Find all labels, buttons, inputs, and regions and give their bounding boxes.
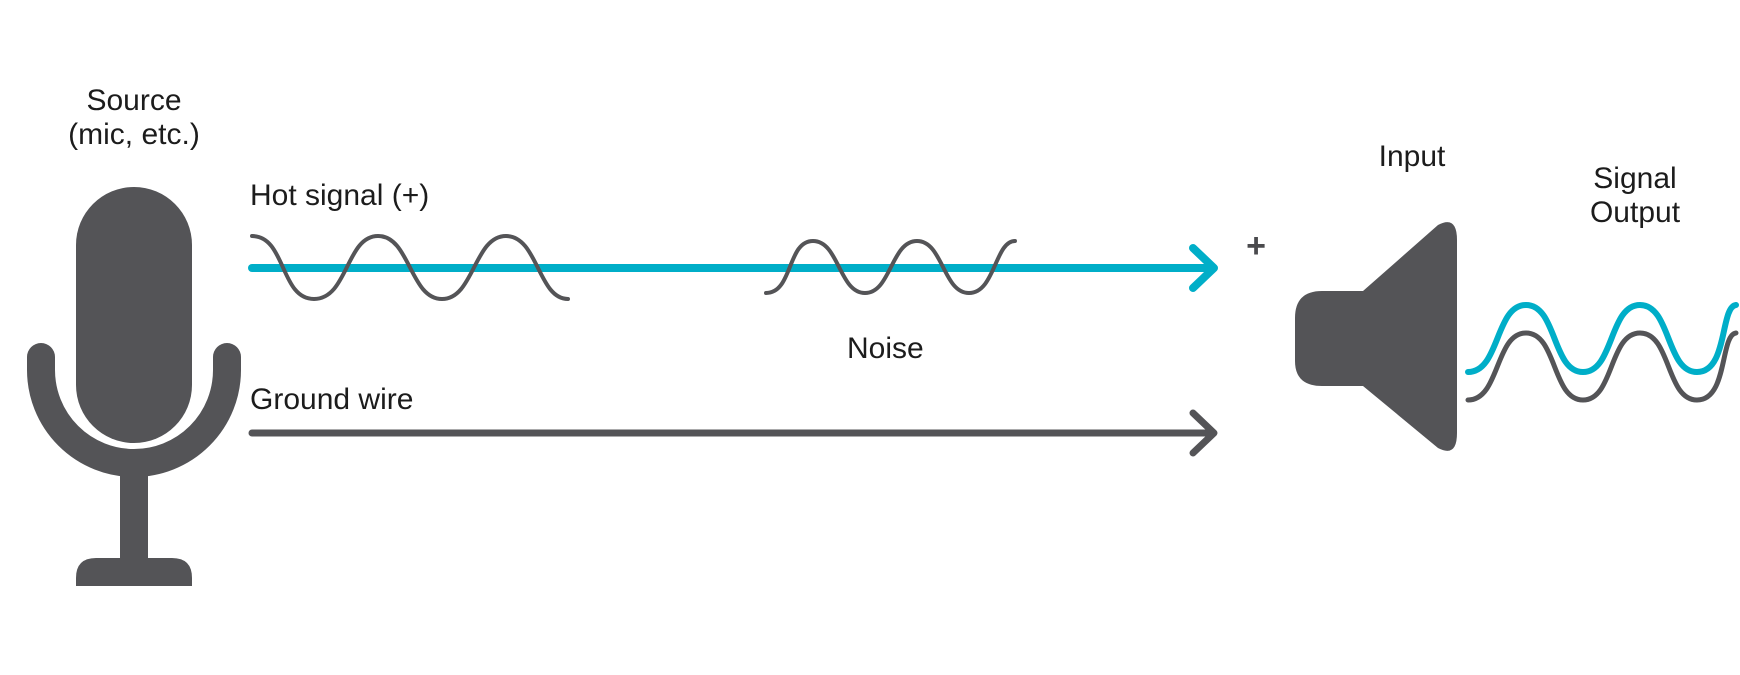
hot-signal-arrow bbox=[248, 244, 1218, 292]
output-signal-wave bbox=[1465, 301, 1739, 376]
signal-output-label: Signal Output bbox=[1590, 162, 1680, 230]
output-noise-wave bbox=[1465, 330, 1739, 403]
speaker-icon bbox=[1295, 222, 1457, 451]
signal-output-line2: Output bbox=[1589, 196, 1681, 229]
microphone-icon bbox=[27, 187, 241, 586]
ground-wire-label: Ground wire bbox=[250, 383, 414, 416]
source-label: Source (mic, etc.) bbox=[68, 84, 200, 152]
input-label: Input bbox=[1378, 140, 1446, 173]
hot-signal-label: Hot signal (+) bbox=[250, 179, 430, 212]
ground-wire-arrow bbox=[248, 409, 1218, 457]
hot-signal-wave bbox=[250, 233, 570, 302]
signal-output-line1: Signal bbox=[1593, 162, 1677, 195]
source-label-line2: (mic, etc.) bbox=[68, 118, 200, 151]
noise-wave bbox=[764, 238, 1017, 296]
plus-sign: + bbox=[1246, 227, 1266, 265]
source-label-line1: Source bbox=[86, 84, 182, 117]
noise-label: Noise bbox=[847, 332, 924, 365]
